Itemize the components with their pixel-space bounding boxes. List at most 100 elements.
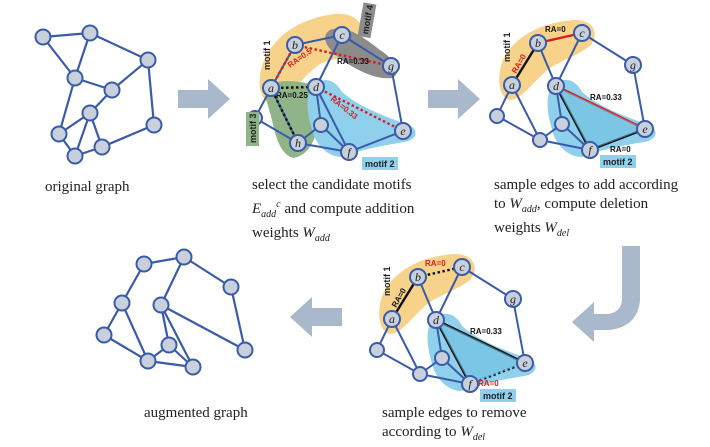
graph-node (81, 24, 99, 42)
ra-label: RA=0.33 (337, 57, 369, 66)
graph-node (409, 268, 427, 286)
node-label: b (292, 38, 298, 52)
graph-node (222, 278, 240, 296)
graph-node (95, 326, 113, 344)
ra-label: RA=0 (545, 25, 566, 34)
graph-node (427, 311, 445, 329)
graph-node (383, 310, 401, 328)
graph-node (503, 76, 521, 94)
motif-label: motif 1 (262, 40, 272, 70)
graph-node (152, 296, 170, 314)
graph-node (103, 81, 121, 99)
arrow-left-icon (290, 297, 342, 337)
node-label: b (535, 36, 541, 50)
graph-node (394, 122, 412, 140)
node-label: a (509, 78, 515, 92)
node-label: g (388, 59, 394, 73)
motif-label: motif 2 (365, 159, 395, 169)
curved-arrow-icon (572, 246, 640, 342)
graph-node (434, 350, 450, 366)
graph-node (333, 26, 351, 44)
graph-node (624, 56, 642, 74)
panel-sample-remove: RA=0 RA=0 RA=0.33 RA=0 b c g a d f e mot… (369, 254, 536, 402)
graph-node (573, 24, 591, 42)
graph-node (236, 341, 254, 359)
graph-node (81, 104, 99, 122)
arrow-right-icon (428, 79, 480, 119)
motif-label: motif 1 (382, 266, 392, 296)
graph-node (139, 352, 157, 370)
graph-node (93, 138, 111, 156)
graph-node (307, 78, 325, 96)
graph-node (547, 77, 565, 95)
ra-label: RA=0 (425, 259, 446, 268)
ra-label: RA=0.25 (276, 91, 308, 100)
node-label: f (347, 145, 352, 159)
ra-label: RA=0.33 (590, 93, 622, 102)
node-label: e (400, 124, 406, 138)
graph-node (636, 120, 654, 138)
graph-node (529, 34, 547, 52)
graph-node (262, 79, 280, 97)
node-label: e (522, 356, 528, 370)
panel-candidate-motifs: RA=0.5 RA=0.33 RA=0.25 RA=0.33 b c g a d… (246, 2, 416, 170)
motif-label: motif 3 (248, 113, 258, 143)
graph-node (135, 255, 153, 273)
node-label: f (468, 377, 473, 391)
panel1-nodes (34, 24, 163, 165)
panel-sample-add: RA=0 RA=0 RA=0.33 RA=0 b c g a d f e mot… (489, 20, 656, 168)
graph-node (50, 125, 68, 143)
graph-node (160, 336, 178, 354)
graph-node (175, 248, 193, 266)
graph-node (66, 147, 84, 165)
graph-node (581, 141, 599, 159)
node-label: c (339, 28, 345, 42)
motif-label: motif 1 (502, 32, 512, 62)
graph-node (453, 258, 471, 276)
graph-node (66, 69, 84, 87)
graph-node (145, 116, 163, 134)
node-label: d (433, 313, 440, 327)
node-label: d (553, 79, 560, 93)
ra-label: RA=0 (610, 145, 631, 154)
graph-node (504, 290, 522, 308)
node-label: e (642, 122, 648, 136)
motif-label: motif 2 (603, 157, 633, 167)
graph-node (461, 375, 479, 393)
panel5-nodes (95, 248, 254, 376)
node-label: a (268, 81, 274, 95)
graph-node (532, 132, 548, 148)
node-label: g (630, 58, 636, 72)
node-label: h (295, 136, 301, 150)
ra-label: RA=0 (478, 379, 499, 388)
graph-node (369, 342, 385, 358)
node-label: f (588, 143, 593, 157)
graph-node (382, 57, 400, 75)
graph-node (516, 354, 534, 372)
caption-sample-remove: sample edges to remove according to Wdel (382, 405, 527, 443)
graph-node (289, 134, 307, 152)
node-label: a (389, 312, 395, 326)
caption-original-graph: original graph (45, 179, 130, 195)
caption-select-motifs: select the candidate motifs Eaddc and co… (252, 177, 415, 244)
graph-node (286, 36, 304, 54)
node-label: g (510, 292, 516, 306)
graph-node (313, 117, 329, 133)
node-label: d (313, 80, 320, 94)
graph-node (340, 143, 358, 161)
node-label: c (579, 26, 585, 40)
graph-node (184, 358, 202, 376)
ra-label: RA=0.33 (470, 327, 502, 336)
graph-node (34, 28, 52, 46)
caption-sample-add: sample edges to add according to Wadd, c… (494, 177, 679, 239)
motif-label: motif 2 (483, 391, 513, 401)
caption-augmented-graph: augmented graph (144, 405, 248, 421)
node-label: b (415, 270, 421, 284)
node-label: c (459, 260, 465, 274)
graph-node (139, 51, 157, 69)
graph-node (412, 366, 428, 382)
graph-node (554, 116, 570, 132)
graph-node (113, 294, 131, 312)
arrow-right-icon (178, 79, 230, 119)
